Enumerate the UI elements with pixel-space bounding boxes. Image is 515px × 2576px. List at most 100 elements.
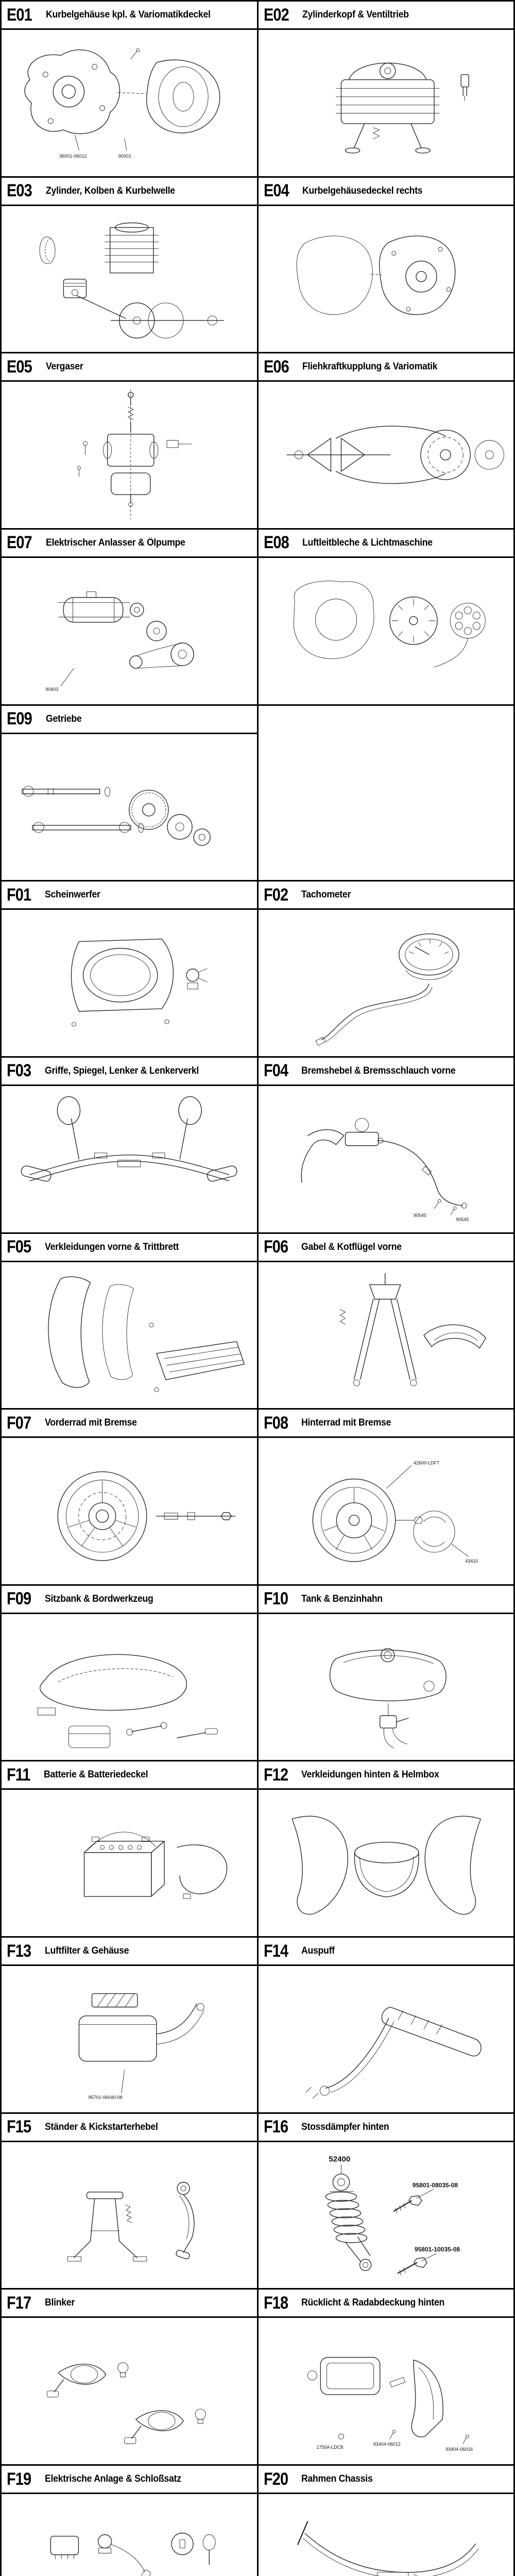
panel-code: F02 — [263, 885, 288, 905]
panel-diagram-area: 90403 — [2, 558, 257, 704]
panel-header: F11 Batterie & Batteriedeckel — [2, 1761, 257, 1790]
panel-code: E06 — [263, 357, 289, 377]
exploded-diagram-battery — [83, 1832, 228, 1899]
panel-f17[interactable]: F17 Blinker — [2, 2290, 257, 2465]
panel-diagram-area: 90545 90545 — [259, 1086, 514, 1232]
panel-diagram-area: 96001-06012 90001 — [2, 30, 257, 176]
exploded-diagram-electrics-lockset: 32411 — [50, 2532, 216, 2576]
panel-title: Fliehkraftkupplung & Variomatik — [302, 361, 438, 372]
panel-header: E06 Fliehkraftkupplung & Variomatik — [258, 353, 513, 382]
panel-code: F05 — [7, 1237, 31, 1257]
panel-code: F15 — [7, 2117, 31, 2137]
exploded-diagram-stand-kickstarter — [67, 2181, 195, 2262]
panel-title: Griffe, Spiegel, Lenker & Lenkerverkl — [44, 1065, 199, 1076]
exploded-diagram-starter-oil-pump: 90403 — [45, 591, 194, 692]
panel-diagram-area — [259, 1966, 514, 2112]
panel-header: E04 Kurbelgehäusedeckel rechts — [258, 177, 513, 206]
panel-f07[interactable]: F07 Vorderrad mit Bremse — [2, 1410, 257, 1584]
panel-title: Batterie & Batteriedeckel — [43, 1769, 148, 1781]
part-number-label: 90545 — [456, 1217, 469, 1222]
panel-title: Tachometer — [301, 889, 351, 901]
panel-header: F13 Luftfilter & Gehäuse — [2, 1938, 257, 1967]
panel-code: F19 — [7, 2469, 31, 2489]
panel-code: F17 — [7, 2293, 31, 2313]
panel-f06[interactable]: F06 Gabel & Kotflügel vorne — [258, 1233, 514, 1409]
panel-f01[interactable]: F01 Scheinwerfer — [2, 882, 257, 1056]
panel-f09[interactable]: F09 Sitzbank & Bordwerkzeug — [2, 1585, 257, 1760]
panel-diagram-area: 42600-LDF7 43410 — [259, 1438, 514, 1584]
panel-f15[interactable]: F15 Ständer & Kickstarterhebel — [2, 2113, 257, 2289]
panel-f19[interactable]: F19 Elektrische Anlage & Schloßsatz — [2, 2466, 257, 2576]
panel-title: Elektrische Anlage & Schloßsatz — [44, 2473, 181, 2485]
exploded-diagram-taillight-mudguard: 1755A-LDC8 93404-06012 93404-06016 — [307, 2357, 473, 2452]
panel-code: E01 — [7, 5, 32, 25]
panel-f08[interactable]: F08 Hinterrad mit Bremse 42600-LDF7 — [258, 1410, 514, 1584]
exploded-diagram-cylinder-head — [335, 62, 469, 154]
panel-e01[interactable]: E01 Kurbelgehäuse kpl. & Variomatikdecke… — [2, 2, 257, 176]
panel-e06[interactable]: E06 Fliehkraftkupplung & Variomatik — [258, 353, 513, 528]
panel-header: F15 Ständer & Kickstarterhebel — [2, 2113, 257, 2142]
panel-f04[interactable]: F04 Bremshebel & Bremsschlauch vorne 905… — [258, 1057, 514, 1232]
panel-title: Bremshebel & Bremsschlauch vorne — [301, 1065, 456, 1076]
panel-code: F14 — [263, 1941, 288, 1961]
panel-header: F19 Elektrische Anlage & Schloßsatz — [2, 2466, 257, 2495]
panel-title: Getriebe — [45, 713, 82, 724]
panel-f13[interactable]: F13 Luftfilter & Gehäuse 95701-06040-08 — [2, 1938, 257, 2112]
exploded-diagram-headlight — [71, 939, 208, 1027]
panel-title: Zylinder, Kolben & Kurbelwelle — [45, 185, 175, 196]
panel-code: F10 — [263, 1589, 288, 1609]
panel-header: E05 Vergaser — [2, 353, 257, 382]
panel-header: F20 Rahmen Chassis — [258, 2466, 513, 2495]
panel-f14[interactable]: F14 Auspuff — [258, 1938, 514, 2112]
panel-code: F16 — [263, 2117, 288, 2137]
panel-code: F08 — [263, 1413, 288, 1433]
panel-code: E03 — [7, 181, 32, 201]
panel-header: F04 Bremshebel & Bremsschlauch vorne — [258, 1057, 513, 1086]
panel-f10[interactable]: F10 Tank & Benzinhahn — [258, 1585, 513, 1760]
panel-e09[interactable]: E09 Getriebe — [2, 705, 257, 880]
panel-diagram-area: 32411 — [2, 2494, 257, 2576]
panel-header: F05 Verkleidungen vorne & Trittbrett — [2, 1233, 257, 1262]
panel-e08[interactable]: E08 Luftleitbleche & Lichtmaschine — [258, 529, 513, 704]
panel-f11[interactable]: F11 Batterie & Batteriedeckel — [2, 1761, 257, 1937]
panel-code: E07 — [7, 533, 32, 553]
part-number-label: 90001 — [118, 154, 131, 159]
panel-diagram-area — [259, 1262, 514, 1409]
panel-code: F13 — [7, 1941, 31, 1961]
panel-title: Blinker — [44, 2297, 75, 2309]
panel-f03[interactable]: F03 Griffe, Spiegel, Lenker & Lenkerverk… — [2, 1057, 257, 1232]
exploded-diagram-speedometer — [315, 934, 459, 1046]
panel-title: Vorderrad mit Bremse — [44, 1417, 137, 1429]
panel-diagram-area — [2, 910, 257, 1056]
panel-title: Elektrischer Anlasser & Ölpumpe — [45, 537, 185, 548]
exploded-diagram-clutch-variator — [286, 426, 504, 484]
exploded-diagram-carburetor — [77, 389, 192, 519]
panel-title: Gabel & Kotflügel vorne — [301, 1241, 402, 1252]
exploded-diagram-crankcase: 96001-06012 90001 — [24, 48, 220, 159]
panel-f05[interactable]: F05 Verkleidungen vorne & Trittbrett — [2, 1233, 257, 1409]
panel-f16[interactable]: F16 Stossdämpfer hinten 52400 — [258, 2113, 513, 2289]
panel-e02[interactable]: E02 Zylinderkopf & Ventiltrieb — [258, 2, 513, 176]
panel-e05[interactable]: E05 Vergaser — [2, 353, 257, 528]
panel-title: Kurbelgehäuse kpl. & Variomatikdeckel — [45, 9, 211, 20]
part-number-label: 43410 — [465, 1558, 478, 1564]
panel-e03[interactable]: E03 Zylinder, Kolben & Kurbelwelle — [2, 177, 257, 352]
panel-diagram-area — [2, 2142, 257, 2289]
panel-code: E04 — [263, 181, 289, 201]
panel-e07[interactable]: E07 Elektrischer Anlasser & Ölpumpe 9040… — [2, 529, 257, 704]
panel-e04[interactable]: E04 Kurbelgehäusedeckel rechts — [258, 177, 514, 352]
panel-diagram-area — [259, 206, 514, 352]
panel-f12[interactable]: F12 Verkleidungen hinten & Helmbox — [258, 1761, 513, 1937]
exploded-diagram-rear-wheel: 42600-LDF7 43410 — [312, 1461, 478, 1564]
panel-title: Stossdämpfer hinten — [301, 2121, 389, 2132]
panel-code: E08 — [263, 533, 289, 553]
panel-code: E05 — [7, 357, 32, 377]
panel-header: F07 Vorderrad mit Bremse — [2, 1410, 257, 1438]
panel-f20[interactable]: F20 Rahmen Chassis 50613-LCB9 — [258, 2466, 513, 2576]
part-number-label: 95801-10035-08 — [414, 2246, 460, 2253]
panel-f02[interactable]: F02 Tachometer — [258, 882, 513, 1056]
part-number-label: 96001-06012 — [59, 154, 87, 159]
exploded-diagram-exhaust — [305, 2007, 482, 2099]
panel-f18[interactable]: F18 Rücklicht & Radabdeckung hinten 1755… — [258, 2290, 513, 2465]
exploded-diagram-cylinder-piston-crank — [39, 222, 225, 338]
